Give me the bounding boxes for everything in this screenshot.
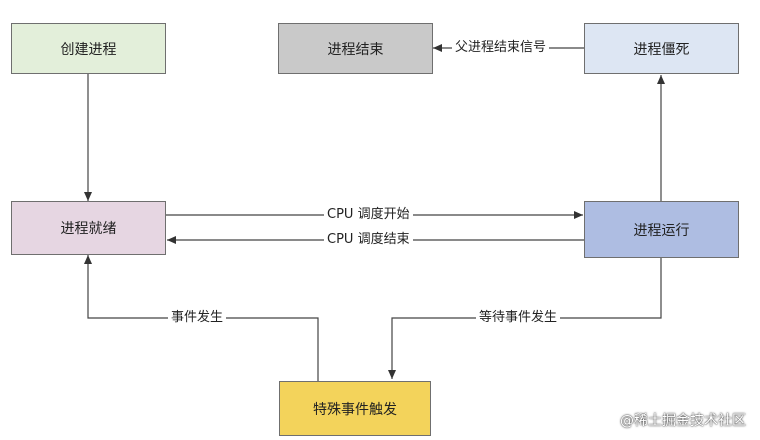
- node-process-zombie: 进程僵死: [584, 23, 739, 74]
- node-create-process: 创建进程: [11, 23, 166, 74]
- label-parent-end-signal: 父进程结束信号: [452, 40, 550, 56]
- node-process-ready: 进程就绪: [11, 201, 166, 255]
- site-watermark: @稀土掘金技术社区: [620, 413, 746, 429]
- label-cpu-schedule-start: CPU 调度开始: [324, 207, 413, 223]
- label-cpu-schedule-end: CPU 调度结束: [324, 232, 413, 248]
- node-special-event: 特殊事件触发: [279, 381, 431, 436]
- label-event-occur: 事件发生: [168, 310, 227, 326]
- label-wait-event: 等待事件发生: [476, 310, 561, 326]
- node-process-end: 进程结束: [278, 23, 433, 74]
- node-process-running: 进程运行: [584, 201, 739, 258]
